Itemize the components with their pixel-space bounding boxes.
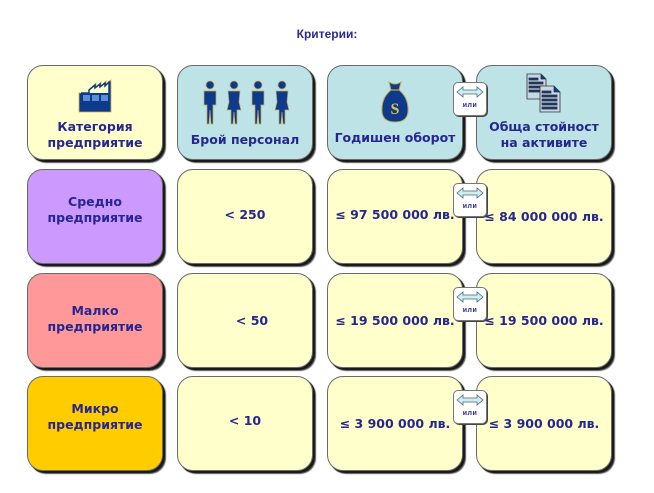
header-category-label-line2: предприятие	[47, 135, 143, 150]
staff-small: < 50	[177, 273, 313, 368]
header-staff: Брой персонал	[177, 65, 313, 160]
category-small-line2: предприятие	[47, 318, 143, 334]
assets-micro-value: ≤ 3 900 000 лв.	[488, 415, 600, 431]
or-connector: или	[453, 287, 487, 321]
header-category: Категория предприятие	[27, 65, 163, 160]
turnover-small: ≤ 19 500 000 лв.	[327, 273, 463, 368]
double-arrow-icon	[456, 394, 484, 406]
category-medium-line2: предприятие	[47, 209, 143, 225]
category-small-line1: Малко	[71, 302, 119, 318]
or-label: или	[462, 203, 478, 210]
staff-small-value: < 50	[235, 312, 269, 328]
turnover-small-value: ≤ 19 500 000 лв.	[335, 312, 455, 328]
factory-icon	[78, 79, 112, 113]
staff-micro-value: < 10	[228, 412, 262, 428]
assets-small-value: ≤ 19 500 000 лв.	[484, 312, 604, 328]
category-micro-line2: предприятие	[47, 416, 143, 432]
assets-medium-value: ≤ 84 000 000 лв.	[484, 208, 604, 224]
assets-medium: ≤ 84 000 000 лв.	[476, 169, 612, 264]
turnover-micro-value: ≤ 3 900 000 лв.	[339, 415, 451, 431]
money-bag-icon: S	[381, 80, 409, 123]
people-icon	[203, 80, 290, 124]
or-label: или	[462, 410, 478, 417]
header-assets: Обща стойност на активите	[476, 65, 612, 160]
category-micro: Микро предприятие	[27, 376, 163, 471]
staff-medium: < 250	[177, 169, 313, 264]
header-turnover-label: Годишен оборот	[334, 129, 456, 145]
or-label: или	[462, 102, 478, 109]
assets-micro: ≤ 3 900 000 лв.	[476, 376, 612, 471]
or-connector: или	[453, 183, 487, 217]
double-arrow-icon	[456, 187, 484, 199]
category-medium: Средно предприятие	[27, 169, 163, 264]
assets-small: ≤ 19 500 000 лв.	[476, 273, 612, 368]
double-arrow-icon	[456, 291, 484, 303]
documents-icon	[526, 73, 561, 113]
diagram-title: Критерии:	[296, 27, 358, 41]
turnover-medium-value: ≤ 97 500 000 лв.	[335, 206, 455, 222]
or-label: или	[462, 307, 478, 314]
turnover-micro: ≤ 3 900 000 лв.	[327, 376, 463, 471]
category-micro-line1: Микро	[71, 400, 119, 416]
category-small: Малко предприятие	[27, 273, 163, 368]
header-staff-label: Брой персонал	[190, 131, 300, 147]
header-category-label-line1: Категория	[57, 119, 133, 134]
double-arrow-icon	[456, 86, 484, 98]
header-turnover: S Годишен оборот	[327, 65, 463, 160]
turnover-medium: ≤ 97 500 000 лв.	[327, 169, 463, 264]
header-assets-label-line1: Обща стойност	[489, 119, 599, 134]
header-assets-label-line2: на активите	[500, 135, 588, 150]
or-connector: или	[453, 82, 487, 116]
staff-micro: < 10	[177, 376, 313, 471]
staff-medium-value: < 250	[224, 206, 266, 222]
category-medium-line1: Средно	[68, 193, 122, 209]
svg-text:S: S	[391, 101, 400, 118]
or-connector: или	[453, 390, 487, 424]
